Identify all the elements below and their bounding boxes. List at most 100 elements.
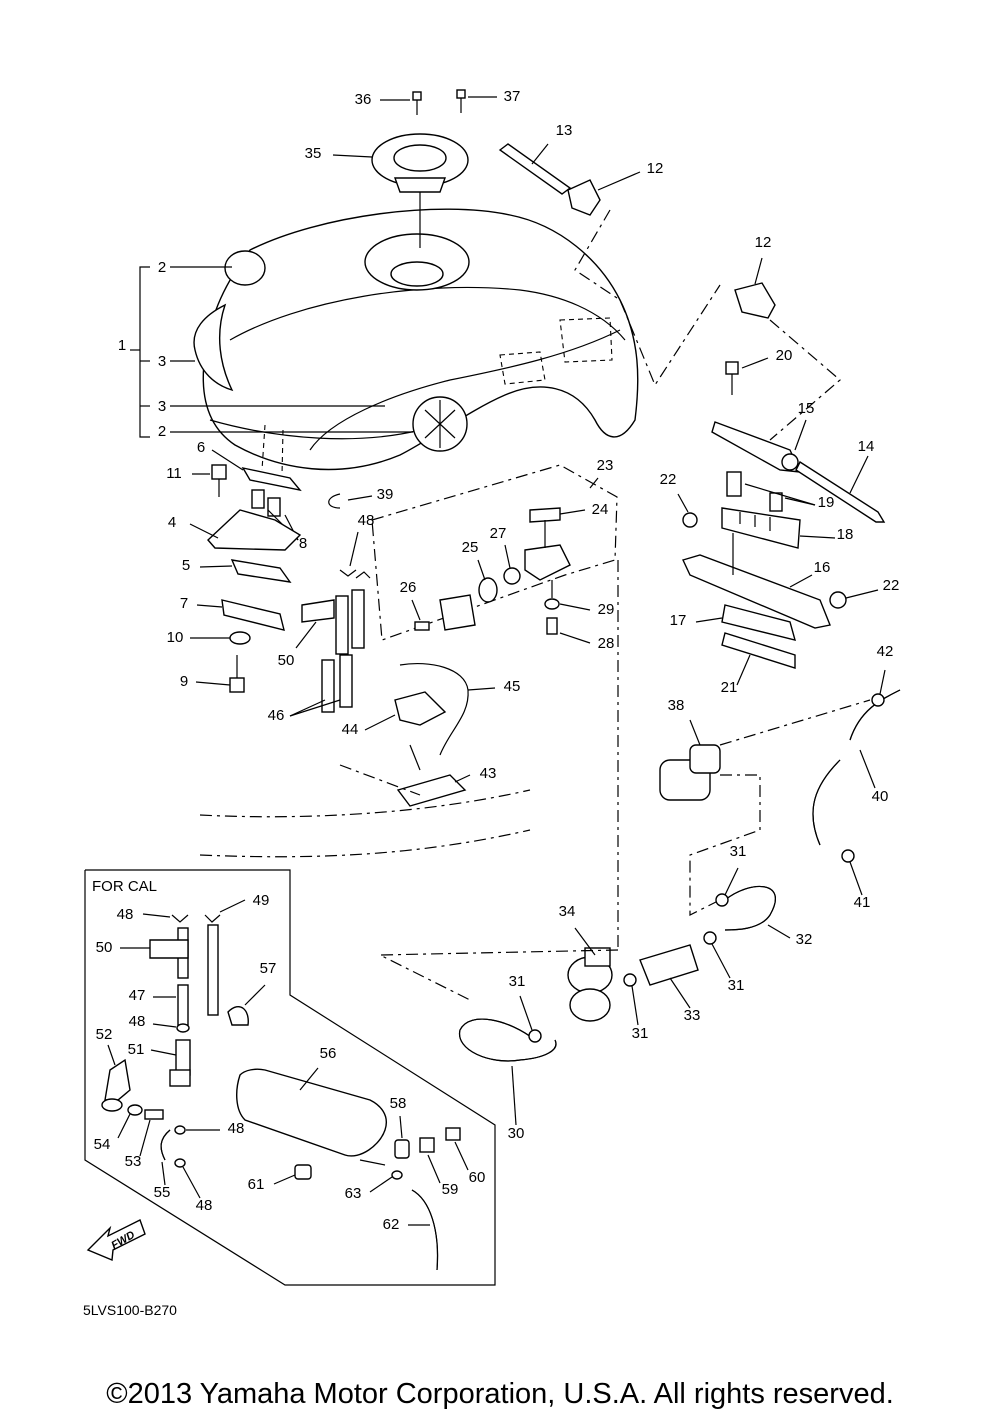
frame-lines <box>199 560 619 950</box>
clip-42 <box>871 669 886 707</box>
callout-44: 44 <box>342 721 359 738</box>
callout-45: 45 <box>504 678 521 695</box>
callout-12: 12 <box>647 160 664 177</box>
callout-30: 30 <box>508 1125 525 1142</box>
clip-31d <box>623 973 639 1026</box>
hose-62 <box>408 1189 439 1271</box>
callout-53: 53 <box>125 1153 142 1170</box>
collars-19 <box>726 471 816 512</box>
callout-52: 52 <box>96 1026 113 1043</box>
callout-41: 41 <box>854 894 871 911</box>
callout-5: 5 <box>182 557 190 574</box>
damper-44 <box>364 691 447 731</box>
callout-14: 14 <box>858 438 875 455</box>
callout-48: 48 <box>117 906 134 923</box>
plate-7 <box>196 599 285 631</box>
callout-15: 15 <box>798 400 815 417</box>
fwd-arrow: FWD <box>86 1219 146 1262</box>
callout-42: 42 <box>877 643 894 660</box>
callout-48: 48 <box>129 1013 146 1030</box>
callout-43: 43 <box>480 765 497 782</box>
callout-38: 38 <box>668 697 685 714</box>
hoses-46 <box>289 589 365 717</box>
bracket-6 <box>211 424 302 492</box>
callout-50: 50 <box>278 652 295 669</box>
bolt-53 <box>139 1109 164 1157</box>
rod-14 <box>795 455 886 523</box>
callout-31: 31 <box>728 977 745 994</box>
for-cal-inset: FOR CAL <box>84 869 496 1286</box>
callout-23: 23 <box>597 457 614 474</box>
bolt-22b <box>829 589 879 609</box>
callout-37: 37 <box>504 88 521 105</box>
callout-48: 48 <box>228 1120 245 1137</box>
damper-58 <box>394 1115 410 1159</box>
callout-24: 24 <box>592 501 609 518</box>
callout-31: 31 <box>632 1025 649 1042</box>
callout-56: 56 <box>320 1045 337 1062</box>
callout-60: 60 <box>469 1169 486 1186</box>
canister-56 <box>236 1067 387 1166</box>
fuel-cock-27 <box>503 520 571 585</box>
holder-34 <box>567 927 613 1022</box>
callout-50: 50 <box>96 939 113 956</box>
damper-43 <box>396 744 471 807</box>
damper-18 <box>721 507 836 549</box>
damper-12b <box>734 257 776 319</box>
callout-17: 17 <box>670 612 687 629</box>
clip-41 <box>841 849 863 896</box>
callout-62: 62 <box>383 1216 400 1233</box>
damper-12a <box>567 171 641 216</box>
bolt-20 <box>725 357 769 395</box>
bracket-4 <box>189 509 302 551</box>
callout-4: 4 <box>168 514 176 531</box>
callout-1: 1 <box>118 337 126 354</box>
copyright-notice: ©2013 Yamaha Motor Corporation, U.S.A. A… <box>106 1378 894 1410</box>
clip-48e <box>174 1158 201 1199</box>
callout-40: 40 <box>872 788 889 805</box>
callout-49: 49 <box>253 892 270 909</box>
collar-59 <box>419 1137 441 1184</box>
callout-58: 58 <box>390 1095 407 1112</box>
callout-bracket-1 <box>130 266 413 438</box>
clip-31a <box>715 867 739 907</box>
callout-12: 12 <box>755 234 772 251</box>
callout-46: 46 <box>268 707 285 724</box>
lever-26 <box>411 594 476 631</box>
bolt-11 <box>192 464 227 497</box>
callout-3: 3 <box>158 353 166 370</box>
callout-51: 51 <box>128 1041 145 1058</box>
callout-32: 32 <box>796 931 813 948</box>
bolt-22a <box>677 493 698 528</box>
hose-55 <box>160 1129 171 1186</box>
callout-34: 34 <box>559 903 576 920</box>
clip-48d <box>174 1125 220 1135</box>
clip-63 <box>369 1170 403 1193</box>
clip-48c <box>152 1023 190 1033</box>
fuel-tank <box>193 208 639 471</box>
inset-label: FOR CAL <box>92 878 157 895</box>
fuel-cock-group <box>371 464 618 641</box>
hose-45 <box>399 662 496 756</box>
callout-29: 29 <box>598 601 615 618</box>
clips-48a <box>339 531 371 579</box>
bolt-9 <box>195 655 245 693</box>
callout-9: 9 <box>180 673 188 690</box>
callout-20: 20 <box>776 347 793 364</box>
filter-33 <box>639 944 699 1009</box>
fuel-pump-38 <box>659 719 721 801</box>
callout-26: 26 <box>400 579 417 596</box>
callout-31: 31 <box>509 973 526 990</box>
callout-47: 47 <box>129 987 146 1004</box>
callout-33: 33 <box>684 1007 701 1024</box>
plate-17 <box>695 604 796 641</box>
callout-54: 54 <box>94 1136 111 1153</box>
callout-19: 19 <box>818 494 835 511</box>
callout-11: 11 <box>166 465 182 482</box>
hose-32 <box>724 885 791 939</box>
callout-10: 10 <box>167 629 184 646</box>
clip-48b <box>142 913 189 923</box>
fitting-51 <box>150 1039 191 1087</box>
hose-13 <box>498 143 572 195</box>
callout-16: 16 <box>814 559 831 576</box>
